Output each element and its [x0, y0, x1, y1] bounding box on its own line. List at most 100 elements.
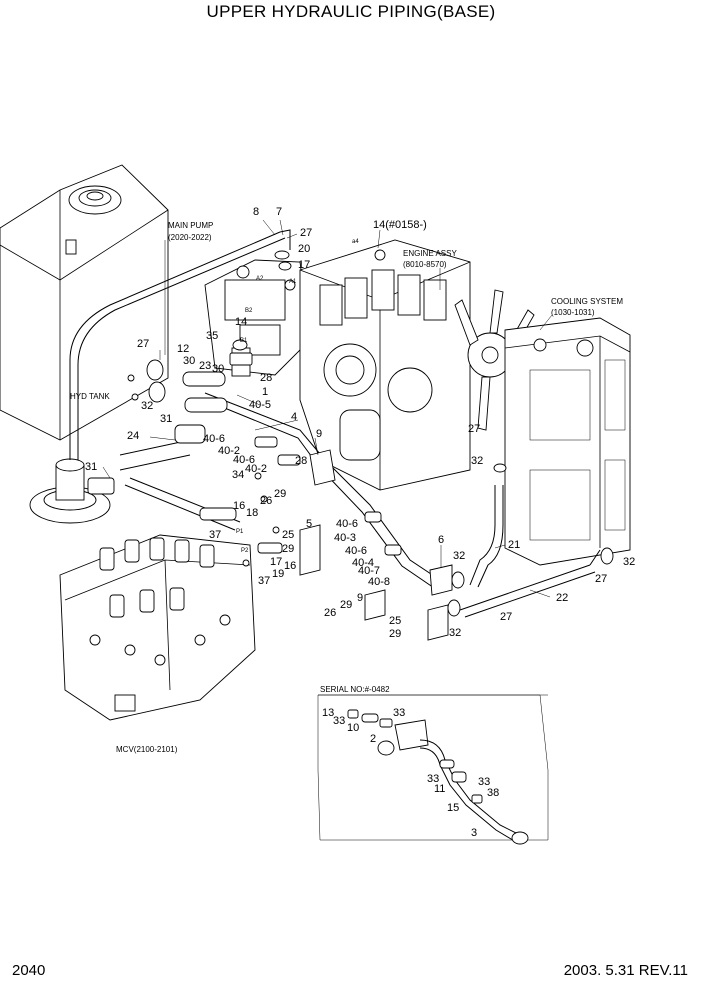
callout: 21: [508, 539, 520, 551]
engine-ref: (8010-8570): [403, 260, 447, 269]
serial-label: SERIAL NO:#-0482: [320, 685, 390, 694]
callout: 40-6: [345, 545, 367, 557]
cooling-fan: [454, 289, 535, 431]
callout: 2: [370, 733, 376, 745]
callout: 22: [556, 592, 568, 604]
callout: 27: [468, 423, 480, 435]
callout: 40-6: [203, 433, 225, 445]
callout: 30: [183, 355, 195, 367]
engine-label: ENGINE ASSY: [403, 249, 457, 258]
callout: 40-6: [336, 518, 358, 530]
callout: 29: [274, 488, 286, 500]
callout: 17: [298, 259, 310, 271]
callout: 37: [258, 575, 270, 587]
hyd-tank-label: HYD TANK: [70, 392, 110, 401]
port-p2: P2: [241, 548, 249, 554]
port-b2: B2: [245, 308, 253, 314]
callout: 27: [137, 338, 149, 350]
callout: 30: [212, 363, 224, 375]
leader-lines: [102, 219, 553, 598]
callout: 29: [282, 543, 294, 555]
callout: 10: [347, 722, 359, 734]
callout: 27: [595, 573, 607, 585]
callout: 40-8: [368, 576, 390, 588]
callout: 33: [393, 707, 405, 719]
mcv-label: MCV(2100-2101): [116, 745, 178, 754]
port-a2: A2: [256, 276, 264, 282]
callout: 32: [453, 550, 465, 562]
hydraulic-tank: [0, 164, 169, 441]
serial-detail-inset: [317, 694, 549, 845]
callout: 18: [246, 507, 258, 519]
callout: 29: [340, 599, 352, 611]
page-title: UPPER HYDRAULIC PIPING(BASE): [206, 2, 496, 21]
callout: 32: [623, 556, 635, 568]
callout: 33: [478, 776, 490, 788]
engine-assembly: [299, 239, 471, 491]
port-a1: A1: [289, 279, 297, 285]
callout: 14: [235, 316, 247, 328]
cooling-ref: (1030-1031): [551, 308, 595, 317]
callout: 40-7: [358, 565, 380, 577]
main-pump-label: MAIN PUMP: [168, 221, 213, 230]
callout: 27: [300, 227, 312, 239]
callout: 35: [206, 330, 218, 342]
callout: 38: [487, 787, 499, 799]
callout: 17: [270, 556, 282, 568]
callout: 40-6: [233, 454, 255, 466]
callout: 27: [500, 611, 512, 623]
callout: 8: [253, 206, 259, 218]
callout: 32: [449, 627, 461, 639]
callout: 25: [282, 529, 294, 541]
callouts: 8 7 27 20 17 14(#0158-) 14 35 27 12 30 2…: [85, 206, 635, 839]
page-number: 2040: [12, 962, 46, 979]
callout: 40-4: [352, 557, 374, 569]
callout: 20: [298, 243, 310, 255]
callout: 40-2: [245, 463, 267, 475]
callout: 37: [209, 529, 221, 541]
callout: 32: [471, 455, 483, 467]
callout: 34: [232, 469, 244, 481]
callout: 16: [233, 500, 245, 512]
callout: 26: [260, 495, 272, 507]
main-control-valve: [59, 534, 256, 721]
callout: 5: [306, 518, 312, 530]
callout: 29: [389, 628, 401, 640]
callout: 31: [85, 461, 97, 473]
callout: 33: [427, 773, 439, 785]
callout: 7: [276, 206, 282, 218]
callout: 40-5: [249, 399, 271, 411]
callout: 9: [316, 428, 322, 440]
callout: 4: [291, 411, 297, 423]
callout: 33: [333, 715, 345, 727]
cooling-radiator: [504, 317, 631, 566]
callout: 25: [389, 615, 401, 627]
callout: 26: [324, 607, 336, 619]
callout: 23: [199, 360, 211, 372]
callout: 40-3: [334, 532, 356, 544]
callout: 13: [322, 707, 334, 719]
revision-date: 2003. 5.31 REV.11: [563, 962, 688, 979]
callout: 6: [438, 534, 444, 546]
cooling-label: COOLING SYSTEM: [551, 297, 623, 306]
port-p1: P1: [236, 529, 244, 535]
callout: 15: [447, 802, 459, 814]
pipe-network: [69, 229, 614, 641]
port-a4: a4: [352, 239, 359, 245]
callout: 28: [295, 455, 307, 467]
callout: 40-2: [218, 445, 240, 457]
main-pump: [204, 259, 311, 377]
callout: 9: [357, 592, 363, 604]
callout: 14(#0158-): [373, 219, 427, 231]
callout: 12: [177, 343, 189, 355]
return-filter: [29, 458, 115, 524]
callout: 31: [160, 413, 172, 425]
callout: 19: [272, 568, 284, 580]
callout: 28: [260, 372, 272, 384]
callout: 24: [127, 430, 139, 442]
callout: 32: [141, 400, 153, 412]
callout: 16: [284, 560, 296, 572]
main-pump-ref: (2020-2022): [168, 233, 212, 242]
callout: 3: [471, 827, 477, 839]
